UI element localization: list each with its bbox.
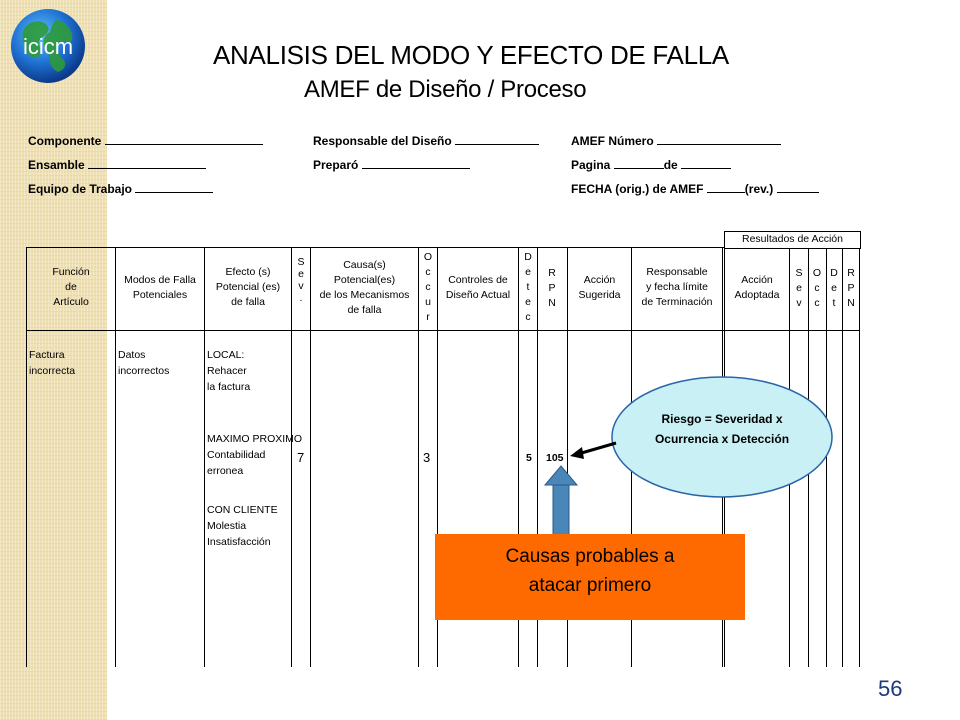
cell-occur-value: 3 xyxy=(423,450,431,465)
orange-line2: atacar primero xyxy=(528,575,652,596)
field-responsable: Responsable del Diseño xyxy=(313,134,540,148)
field-preparo: Preparó xyxy=(313,158,470,172)
table-border xyxy=(310,247,311,667)
logo-text: icicm xyxy=(23,34,73,59)
results-header: Resultados de Acción xyxy=(724,231,861,249)
cell-sev-value: 7 xyxy=(297,450,305,465)
field-ensamble: Ensamble xyxy=(28,158,207,172)
table-border xyxy=(567,247,568,667)
table-border xyxy=(859,231,860,667)
field-amef-numero: AMEF Número xyxy=(571,134,782,148)
globe-logo-icon: icicm xyxy=(11,9,85,83)
risk-ellipse xyxy=(611,376,833,498)
field-equipo: Equipo de Trabajo xyxy=(28,182,214,196)
ellipse-line1: Riesgo = Severidad x xyxy=(661,412,782,426)
field-componente: Componente xyxy=(28,134,263,148)
table-border xyxy=(537,247,538,667)
table-border xyxy=(26,330,859,331)
cell-detec-value: 5 xyxy=(526,452,532,464)
table-border xyxy=(204,247,205,667)
ellipse-line2: Ocurrencia x Detección xyxy=(655,432,789,446)
table-border xyxy=(115,247,116,667)
field-pagina: Pagina de xyxy=(571,158,732,172)
table-border xyxy=(842,247,843,667)
cell-rpn-value: 105 xyxy=(546,452,564,464)
table-border xyxy=(418,247,419,667)
field-fecha: FECHA (orig.) de AMEF (rev.) xyxy=(571,182,819,196)
up-arrow-icon xyxy=(543,465,579,486)
col-header-efecto: Efecto (s)Potencial (es)de falla xyxy=(215,266,281,308)
table-border xyxy=(26,247,859,248)
table-border xyxy=(437,247,438,667)
priority-causes-callout: Causas probables a atacar primero xyxy=(435,534,745,620)
slide-number: 56 xyxy=(878,676,903,701)
page-title: ANALISIS DEL MODO Y EFECTO DE FALLA xyxy=(213,40,729,70)
sidebar-decoration xyxy=(0,0,107,720)
table-border xyxy=(26,247,27,667)
arrow-line xyxy=(577,441,617,456)
orange-line1: Causas probables a xyxy=(505,546,675,567)
arrow-head-icon xyxy=(570,447,584,459)
page-subtitle: AMEF de Diseño / Proceso xyxy=(304,76,587,103)
table-border xyxy=(291,247,292,667)
table-border xyxy=(518,247,519,667)
up-arrow-shaft xyxy=(552,483,570,537)
